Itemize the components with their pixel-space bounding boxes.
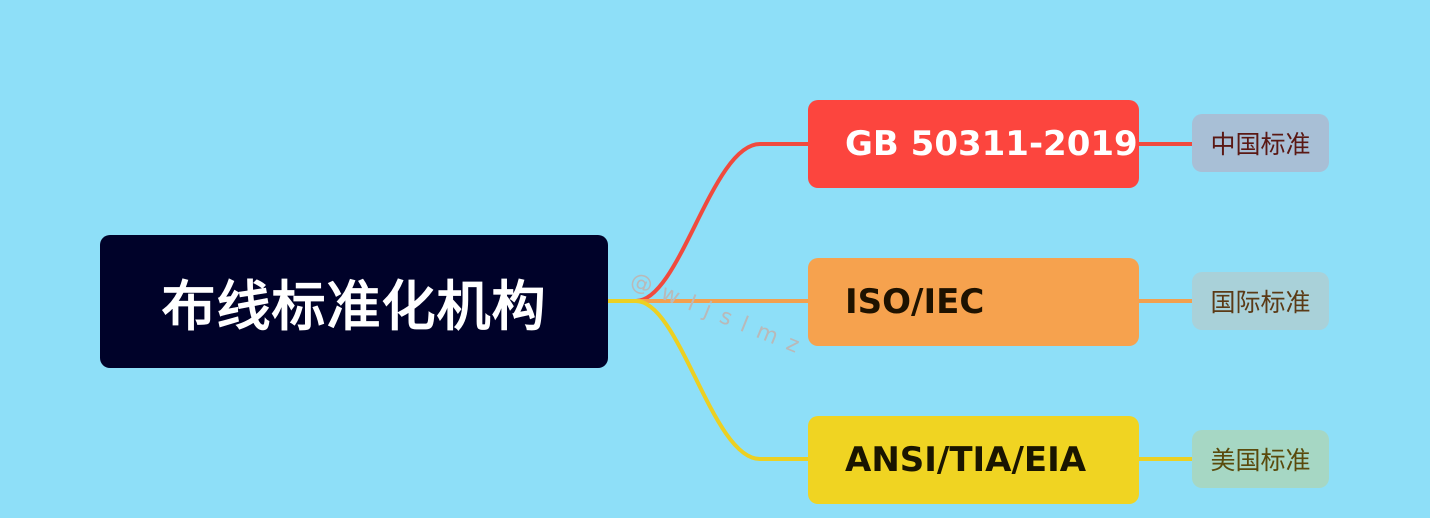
subtopic-label: 美国标准 — [1210, 446, 1311, 475]
root-topic[interactable]: 布线标准化机构 — [100, 235, 608, 368]
branch-topic-gb[interactable]: GB 50311-2019 — [808, 100, 1139, 188]
subtopic-international-standard[interactable]: 国际标准 — [1192, 272, 1329, 330]
branch-topic-ansi[interactable]: ANSI/TIA/EIA — [808, 416, 1139, 504]
connector-root-b1 — [608, 142, 808, 303]
root-topic-label: 布线标准化机构 — [161, 275, 547, 338]
subtopic-label: 中国标准 — [1210, 130, 1311, 159]
branch-topic-label: GB 50311-2019 — [845, 124, 1138, 164]
branch-topic-label: ANSI/TIA/EIA — [845, 440, 1087, 480]
branch-topic-label: ISO/IEC — [845, 282, 985, 322]
branch-topic-iso[interactable]: ISO/IEC — [808, 258, 1139, 346]
subtopic-us-standard[interactable]: 美国标准 — [1192, 430, 1329, 488]
subtopic-china-standard[interactable]: 中国标准 — [1192, 114, 1329, 172]
subtopic-label: 国际标准 — [1210, 288, 1311, 317]
connector-root-b3 — [608, 299, 808, 461]
